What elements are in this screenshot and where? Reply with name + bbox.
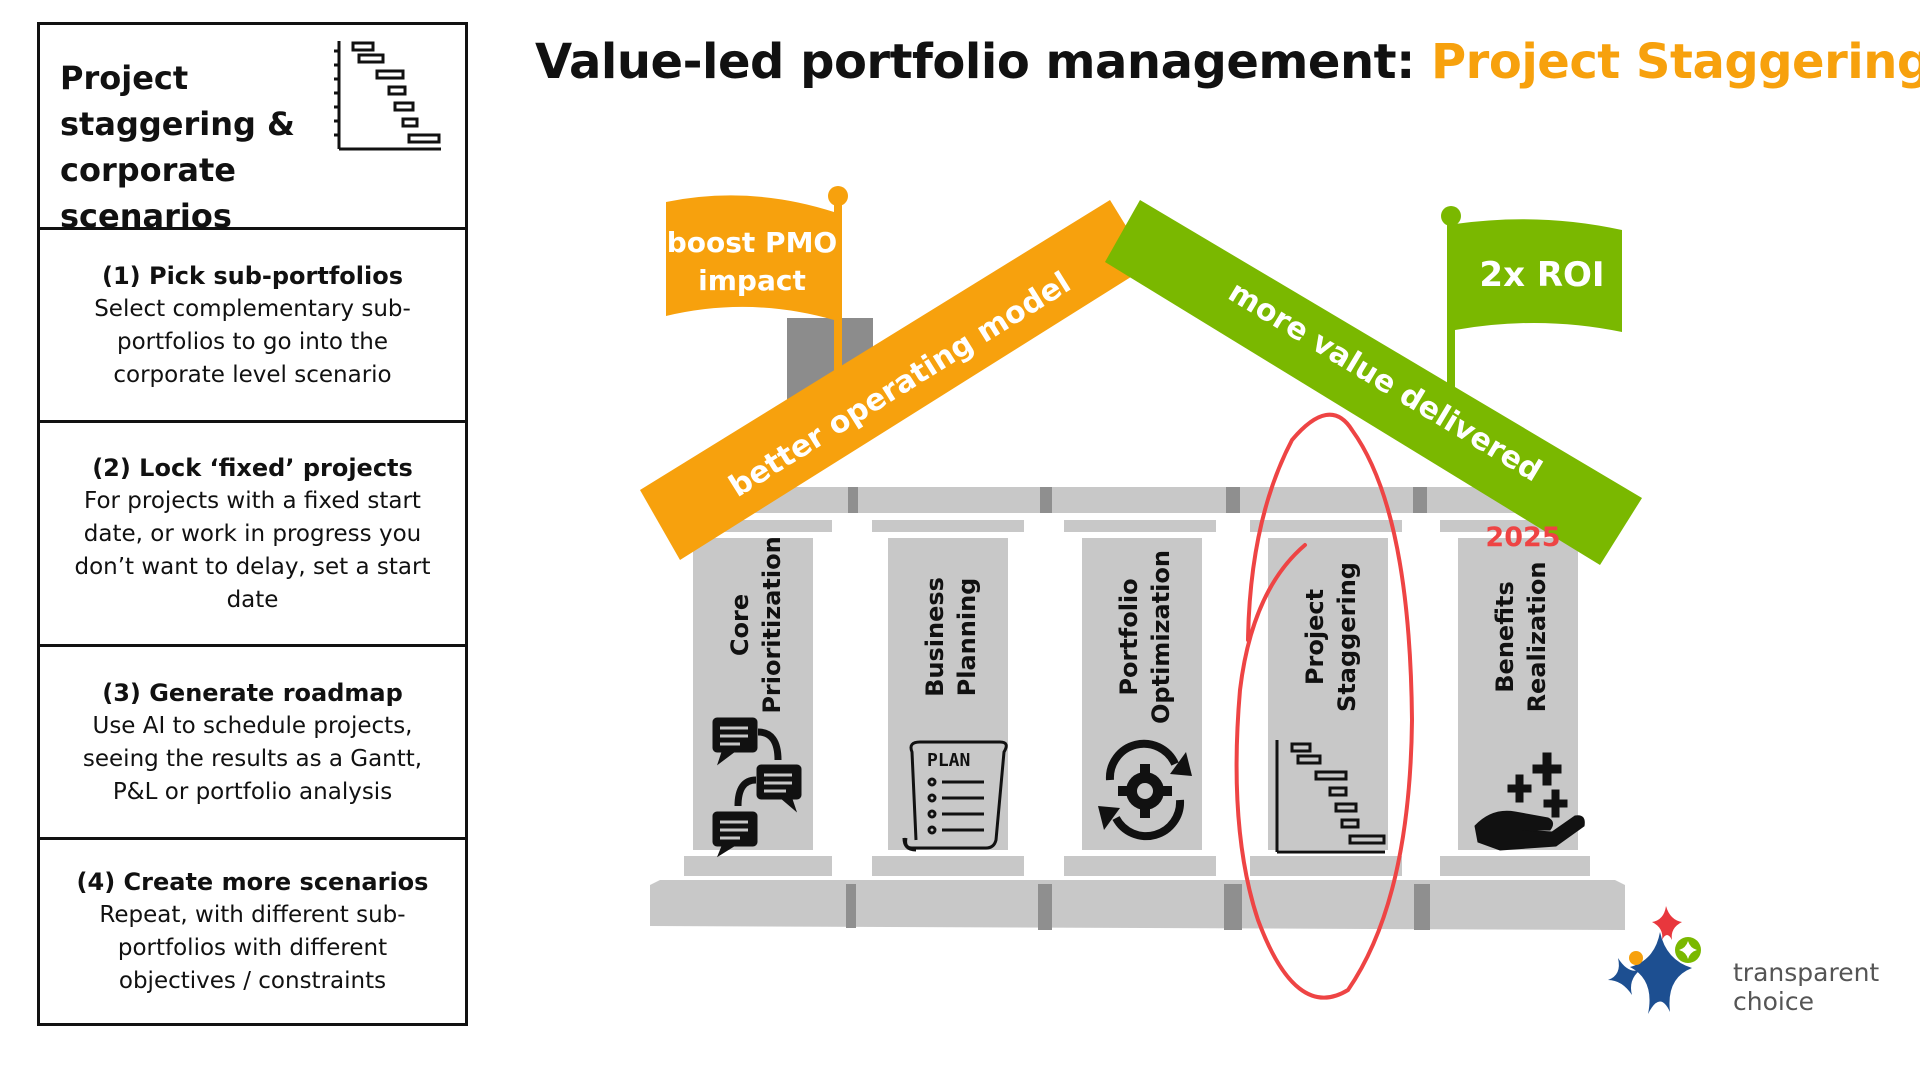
- pillar-2-line1: Business: [921, 577, 949, 697]
- star-logo-icon: [1608, 906, 1701, 1014]
- pillar-4-line1: Project: [1301, 589, 1329, 685]
- gantt-icon: [1275, 740, 1386, 854]
- logo-line2: choice: [1733, 987, 1814, 1016]
- flag-left-line1: boost PMO: [667, 226, 838, 259]
- steps-panel: Project staggering & corporate scenarios…: [37, 22, 468, 1026]
- chat-bubbles-icon: [712, 717, 802, 858]
- pillar-3-line2: Optimization: [1147, 550, 1175, 724]
- pillar-2-line2: Planning: [953, 578, 981, 697]
- panel-title: Project staggering & corporate scenarios: [60, 59, 295, 235]
- step-title: (4) Create more scenarios: [76, 868, 429, 896]
- title-highlight: Project Staggering: [1430, 34, 1920, 90]
- pillar-5-line1: Benefits: [1491, 581, 1519, 692]
- pillars: [684, 520, 1590, 876]
- flag-right-label: 2x ROI: [1479, 255, 1604, 295]
- entablature: [680, 487, 1530, 513]
- logo-line1: transparent: [1733, 958, 1880, 987]
- step-4: (4) Create more scenarios Repeat, with d…: [40, 840, 465, 1023]
- step-text: For projects with a fixed start date, or…: [74, 487, 431, 613]
- step-title: (2) Lock ‘fixed’ projects: [92, 453, 413, 482]
- gantt-icon: [334, 41, 441, 151]
- flag-left-line2: impact: [698, 264, 806, 297]
- base-platform: [650, 880, 1625, 930]
- cycle-gear-icon: [1098, 739, 1192, 841]
- step-2: (2) Lock ‘fixed’ projects For projects w…: [40, 423, 465, 647]
- step-1: (1) Pick sub-portfolios Select complemen…: [40, 230, 465, 423]
- step-title: (3) Generate roadmap: [102, 678, 403, 707]
- panel-header: Project staggering & corporate scenarios: [40, 25, 465, 235]
- step-text: Use AI to schedule projects, seeing the …: [82, 712, 423, 805]
- flag-right: 2x ROI: [1441, 206, 1622, 398]
- pillar-4-line2: Staggering: [1333, 562, 1361, 712]
- step-title: (1) Pick sub-portfolios: [102, 261, 403, 290]
- pillar-1-line1: Core: [726, 594, 754, 656]
- year-label: 2025: [1485, 522, 1560, 553]
- hand-plus-icon: [1474, 752, 1585, 851]
- logo-wordmark: transparent choice: [1733, 958, 1879, 1016]
- plan-scroll-icon: PLAN: [902, 740, 1008, 852]
- step-3: (3) Generate roadmap Use AI to schedule …: [40, 647, 465, 840]
- main-title: Value-led portfolio management: Project …: [535, 34, 1920, 90]
- pillar-3-line1: Portfolio: [1115, 578, 1143, 695]
- pillar-1-line2: Prioritization: [758, 536, 786, 713]
- flag-left: boost PMO impact: [666, 186, 848, 430]
- step-text: Repeat, with different sub-portfolios wi…: [99, 902, 406, 994]
- pillar-5-line2: Realization: [1523, 562, 1551, 713]
- step-text: Select complementary sub-portfolios to g…: [94, 295, 411, 388]
- title-prefix: Value-led portfolio management:: [535, 34, 1431, 90]
- highlight-circle: [1234, 412, 1415, 1000]
- plan-label: PLAN: [927, 750, 970, 771]
